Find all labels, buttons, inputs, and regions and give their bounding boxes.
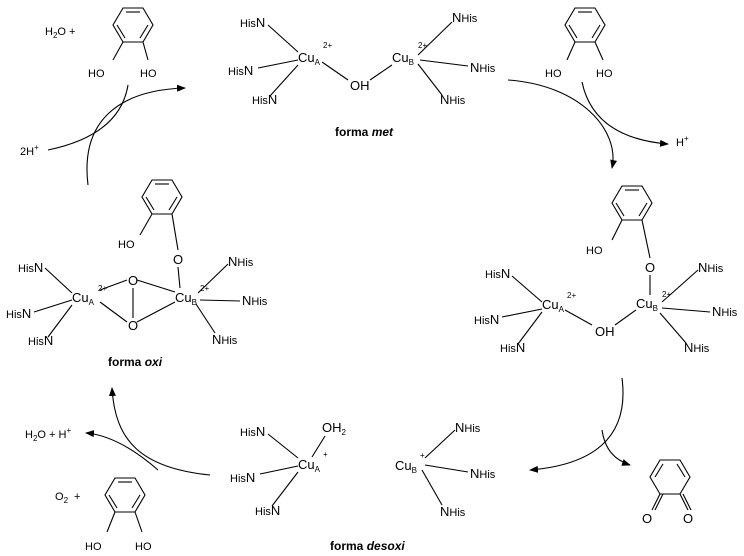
catechol-bottom-left: HO HO [85, 477, 152, 553]
arrow-to-desoxi [529, 377, 624, 473]
svg-text:2+: 2+ [662, 290, 671, 299]
svg-text:NHis: NHis [470, 466, 496, 481]
svg-text:HisN: HisN [18, 260, 43, 275]
svg-text:O: O [128, 318, 138, 333]
svg-text:HisN: HisN [240, 15, 265, 30]
desoxi-cub-center: CuB + NHis NHis NHis [395, 420, 496, 519]
arrow-release-proton [581, 81, 669, 147]
proton-output-right: H+ [676, 134, 689, 149]
svg-text:HisN: HisN [485, 266, 510, 281]
svg-text:HO: HO [85, 541, 102, 553]
arrow-release-quinone [601, 429, 631, 466]
met-form-label: forma met [335, 125, 394, 139]
svg-text:NHis: NHis [440, 504, 466, 519]
svg-text:HisN: HisN [240, 424, 265, 439]
desoxi-cua-center: HisN HisN HisN CuA + OH2 [230, 420, 347, 518]
oxygen-input: O2+ [55, 491, 80, 505]
water-product-top: H2O + [45, 26, 75, 40]
svg-text:HO: HO [545, 68, 562, 80]
svg-text:O: O [128, 273, 138, 288]
svg-text:HO: HO [586, 245, 603, 257]
svg-text:2+: 2+ [418, 41, 427, 50]
o-quinone-product: O O [642, 459, 693, 526]
svg-text:+: + [420, 451, 425, 460]
svg-text:CuA: CuA [298, 457, 321, 474]
svg-text:NHis: NHis [470, 60, 496, 75]
svg-text:HisN: HisN [474, 312, 499, 327]
water-proton-product-bottom: H2O + H+ [25, 426, 71, 443]
svg-text:2+: 2+ [567, 291, 576, 300]
svg-text:CuB: CuB [395, 458, 417, 475]
svg-text:NHis: NHis [712, 304, 738, 319]
svg-text:CuB: CuB [175, 290, 197, 307]
arrow-proton-to-catechol [47, 84, 129, 151]
svg-text:HisN: HisN [6, 306, 31, 321]
arrow-met-to-intermediate [507, 79, 618, 169]
svg-text:CuB: CuB [636, 296, 658, 313]
svg-text:HisN: HisN [255, 503, 280, 518]
arrow-release-water [85, 430, 159, 471]
arrow-to-oxi [108, 387, 211, 476]
svg-text:OH: OH [350, 78, 370, 93]
svg-text:OH: OH [595, 324, 615, 339]
svg-text:HO: HO [135, 541, 152, 553]
svg-text:HO: HO [118, 239, 135, 251]
svg-text:HisN: HisN [230, 470, 255, 485]
svg-text:NHis: NHis [684, 340, 710, 355]
svg-text:O: O [645, 260, 655, 275]
svg-text:NHis: NHis [698, 260, 724, 275]
met-form-complex: HisN HisN HisN CuA 2+ OH CuB 2+ NHis NHi… [228, 10, 496, 107]
svg-text:OH2: OH2 [322, 420, 347, 437]
svg-text:NHis: NHis [242, 293, 268, 308]
svg-text:CuA: CuA [298, 50, 321, 67]
svg-text:2H+: 2H+ [20, 143, 39, 158]
svg-text:O: O [642, 511, 652, 526]
svg-text:NHis: NHis [440, 92, 466, 107]
svg-text:HisN: HisN [252, 92, 277, 107]
svg-text:2+: 2+ [200, 284, 209, 293]
svg-text:2+: 2+ [323, 41, 332, 50]
svg-text:CuB: CuB [392, 50, 414, 67]
svg-text:H2O +: H2O + [45, 26, 75, 40]
met-catechol-intermediate: HO O HisN HisN HisN CuA 2+ OH CuB 2+ NHi… [474, 185, 738, 355]
svg-text:O: O [683, 511, 693, 526]
svg-text:HO: HO [88, 68, 105, 80]
desoxi-form-label: forma desoxi [330, 539, 405, 553]
svg-text:NHis: NHis [452, 10, 478, 25]
svg-text:NHis: NHis [212, 332, 238, 347]
svg-text:CuA: CuA [72, 290, 95, 307]
svg-text:O: O [173, 252, 183, 267]
svg-text:NHis: NHis [455, 420, 481, 435]
svg-text:HisN: HisN [228, 63, 253, 78]
svg-text:HisN: HisN [28, 333, 53, 348]
svg-text:+: + [323, 450, 328, 459]
catechol-top-left: HO HO [88, 7, 157, 80]
oxi-form-complex: HO O HisN HisN HisN CuA 2+ O O CuB 2+ NH… [6, 179, 268, 348]
svg-text:HisN: HisN [500, 340, 525, 355]
proton-input-left: 2H+ [20, 143, 39, 158]
catechol-top-right: HO HO [545, 7, 613, 80]
oxi-form-label: forma oxi [108, 355, 163, 369]
svg-text:CuA: CuA [542, 297, 565, 314]
svg-text:HO: HO [596, 68, 613, 80]
arrow-to-met [86, 84, 186, 186]
svg-text:NHis: NHis [228, 254, 254, 269]
svg-text:HO: HO [140, 68, 157, 80]
